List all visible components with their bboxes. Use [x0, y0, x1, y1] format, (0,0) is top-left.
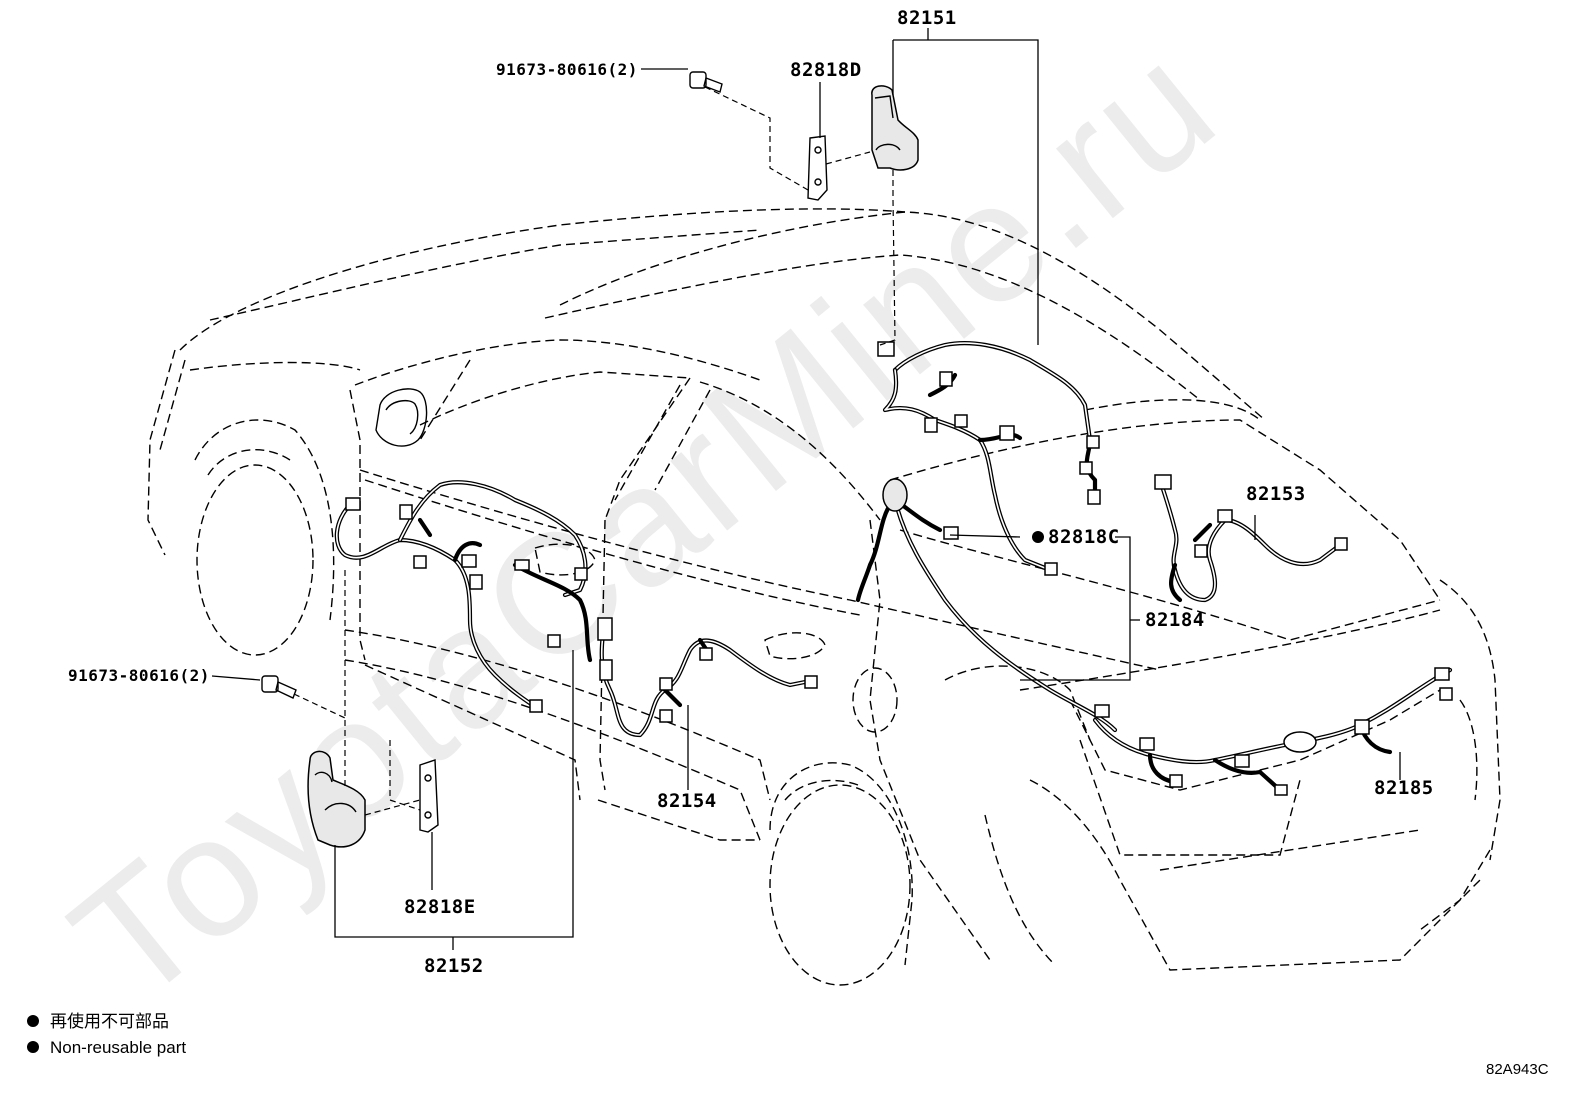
connector-82151: [871, 85, 919, 171]
connector: [461, 554, 477, 568]
connector: [1169, 774, 1183, 788]
connector: [1094, 704, 1110, 718]
connectors: [345, 341, 1453, 796]
connector: [877, 341, 895, 357]
callout-labels: 82151 82818D 91673-80616(2) 82818C 82153…: [68, 7, 1434, 977]
connector: [599, 659, 613, 681]
connector: [804, 675, 818, 689]
connector: [413, 555, 427, 569]
bolt-bottom: [261, 675, 297, 699]
bolt-top: [689, 71, 723, 93]
callout-91673-left: 91673-80616(2): [68, 666, 210, 685]
non-reusable-dot: [1032, 531, 1044, 543]
callout-91673-top: 91673-80616(2): [496, 60, 638, 79]
legend-dot-icon: [27, 1041, 39, 1053]
connector: [1274, 784, 1288, 796]
connector: [699, 647, 713, 661]
wire-harnesses: [334, 341, 1453, 793]
connector: [1087, 489, 1101, 505]
connector: [399, 504, 413, 520]
connector: [954, 414, 968, 428]
connector: [1194, 544, 1208, 558]
callout-82818C: 82818C: [1048, 526, 1120, 548]
figure-code: 82A943C: [1486, 1061, 1549, 1078]
connector: [939, 371, 953, 387]
connector: [469, 574, 483, 590]
legend-label-jp: 再使用不可部品: [50, 1011, 169, 1031]
connector: [547, 634, 561, 648]
bracket-82818E: [419, 759, 439, 833]
callout-82818D: 82818D: [790, 59, 862, 81]
connector: [659, 709, 673, 723]
connector: [574, 567, 588, 581]
connector: [1139, 737, 1155, 751]
connector: [514, 559, 530, 571]
callout-82153: 82153: [1246, 483, 1306, 505]
connector: [999, 425, 1015, 441]
watermark: ToyotaCarMine.ru: [39, 6, 1251, 1038]
bottom-exploded-parts: [261, 570, 439, 848]
grommet: [882, 478, 908, 512]
connector: [943, 526, 959, 540]
connector: [659, 677, 673, 691]
connector: [1234, 754, 1250, 768]
legend-dot-icon: [27, 1015, 39, 1027]
connector: [529, 699, 543, 713]
callout-82184: 82184: [1145, 609, 1205, 631]
callout-82152: 82152: [424, 955, 484, 977]
connector: [1217, 509, 1233, 523]
connector: [1086, 435, 1100, 449]
grommet: [1283, 731, 1317, 753]
legend-label-en: Non-reusable part: [50, 1038, 186, 1057]
car-body-outline: [147, 208, 1501, 986]
connector: [1434, 667, 1450, 681]
connector: [597, 617, 613, 641]
connector-82152: [307, 750, 366, 848]
connector: [1154, 474, 1172, 490]
legend: 再使用不可部品 Non-reusable part: [27, 1011, 186, 1057]
connector: [1044, 562, 1058, 576]
leader-lines: [211, 28, 1401, 950]
connector: [1354, 719, 1370, 735]
bracket-82818D: [807, 135, 828, 201]
callout-82151: 82151: [897, 7, 957, 29]
connector: [1079, 461, 1093, 475]
callout-82154: 82154: [657, 790, 717, 812]
top-exploded-parts: [689, 71, 919, 346]
connector: [1334, 537, 1348, 551]
connector: [924, 417, 938, 433]
callout-82818E: 82818E: [404, 896, 476, 918]
connector: [345, 497, 361, 511]
connector: [1439, 687, 1453, 701]
callout-82185: 82185: [1374, 777, 1434, 799]
